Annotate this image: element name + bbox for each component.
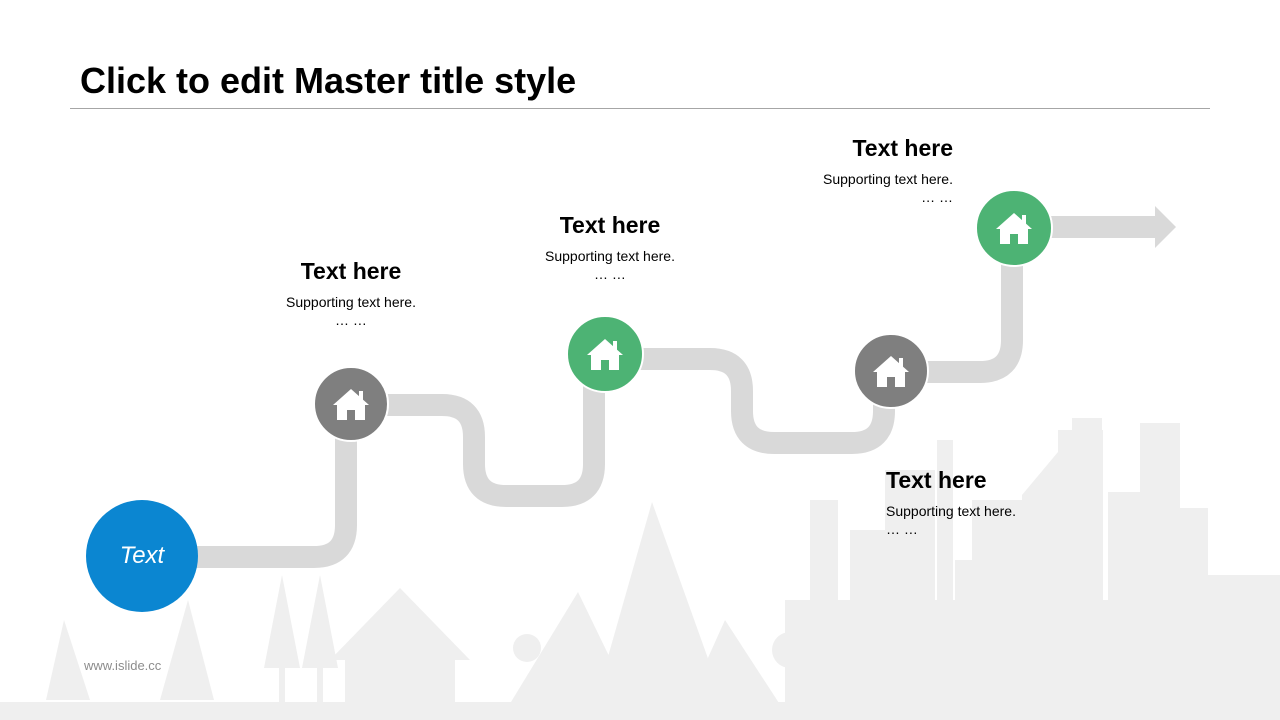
home-icon	[333, 389, 369, 420]
end-arrow	[1046, 206, 1176, 248]
milestone-2-supporting-text[interactable]: Supporting text here.	[545, 248, 675, 264]
start-node-label: Text	[119, 542, 165, 569]
milestone-4-heading[interactable]: Text here	[852, 135, 953, 161]
milestone-1-caption: Text here Supporting text here. … …	[231, 257, 471, 327]
milestone-1-heading[interactable]: Text here	[300, 258, 402, 284]
milestone-1-supporting-text[interactable]: Supporting text here.	[286, 294, 416, 310]
home-icon	[996, 213, 1032, 244]
milestone-2-heading[interactable]: Text here	[559, 212, 661, 238]
milestone-4-caption: Text here Supporting text here. … …	[713, 134, 953, 204]
milestone-3-supporting-text[interactable]: Supporting text here.	[886, 503, 1016, 519]
milestone-3-ellipsis: … …	[886, 521, 918, 537]
milestone-2-ellipsis: … …	[594, 266, 626, 282]
milestone-3-heading[interactable]: Text here	[886, 467, 987, 493]
start-node[interactable]: Text	[86, 500, 198, 612]
milestone-4-ellipsis: … …	[921, 189, 953, 205]
home-icon	[873, 356, 909, 387]
milestone-2-node[interactable]	[566, 315, 644, 393]
city-skyline-silhouette	[0, 418, 1280, 720]
milestone-1-ellipsis: … …	[335, 312, 367, 328]
title-divider	[70, 108, 1210, 109]
milestone-4-node[interactable]	[975, 189, 1053, 267]
footer-url: www.islide.cc	[84, 658, 162, 673]
milestone-3-caption: Text here Supporting text here. … …	[886, 466, 1126, 536]
milestone-1-node[interactable]	[313, 366, 389, 442]
milestone-3-node[interactable]	[853, 333, 929, 409]
home-icon	[587, 339, 623, 370]
milestone-2-caption: Text here Supporting text here. … …	[490, 211, 730, 281]
slide-title[interactable]: Click to edit Master title style	[80, 60, 577, 101]
milestone-4-supporting-text[interactable]: Supporting text here.	[823, 171, 953, 187]
